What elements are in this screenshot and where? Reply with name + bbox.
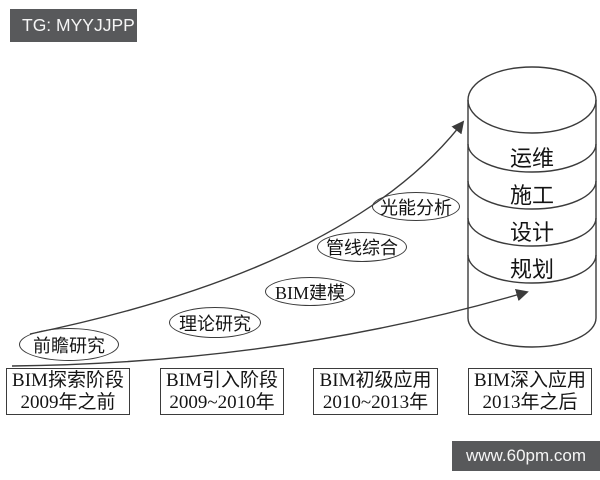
stage-title: BIM引入阶段 (166, 369, 278, 391)
stage-title: BIM初级应用 (319, 369, 432, 391)
milestone-ellipse-prospective-research: 前瞻研究 (19, 328, 119, 361)
milestone-label: BIM建模 (274, 282, 345, 303)
cylinder-separator-arc-2 (467, 180, 597, 210)
cylinder-layer-operations: 运维 (509, 146, 554, 171)
cylinder-layer-construction: 施工 (509, 183, 554, 208)
stage-title: BIM探索阶段 (12, 369, 124, 391)
cylinder-bottom-arc (467, 317, 597, 348)
cylinder-layer-design: 设计 (509, 220, 554, 245)
cylinder-top-ellipse (467, 66, 597, 134)
watermark-tag-text: TG: MYYJJPP (22, 15, 135, 35)
growth-arrow-lower (11, 288, 529, 367)
cylinder-layer-planning: 规划 (509, 257, 554, 282)
stage-period: 2010~2013年 (322, 391, 429, 413)
growth-arrow-upper (29, 120, 465, 335)
milestone-label: 理论研究 (179, 313, 251, 334)
milestone-label: 光能分析 (380, 197, 452, 218)
cylinder-separator-arc-3 (467, 217, 597, 247)
milestone-label: 前瞻研究 (33, 335, 105, 356)
watermark-site: www.60pm.com (452, 441, 600, 471)
stage-box-primary-application: BIM初级应用 2010~2013年 (313, 368, 438, 415)
milestone-ellipse-bim-modeling: BIM建模 (265, 277, 355, 306)
layered-cylinder (467, 66, 597, 348)
cylinder-separator-arc-1 (467, 143, 597, 173)
stage-period: 2013年之后 (482, 391, 578, 413)
stage-box-deep-application: BIM深入应用 2013年之后 (468, 368, 592, 415)
milestone-label: 管线综合 (326, 238, 398, 258)
stage-period: 2009~2010年 (169, 391, 275, 413)
watermark-site-text: www.60pm.com (466, 446, 586, 465)
milestone-ellipse-light-analysis: 光能分析 (372, 192, 460, 221)
watermark-tag: TG: MYYJJPP (10, 9, 137, 42)
stage-period: 2009年之前 (20, 391, 116, 413)
milestone-ellipse-pipeline-integration: 管线综合 (317, 232, 407, 262)
milestone-ellipse-theoretical-research: 理论研究 (169, 307, 261, 338)
stage-title: BIM深入应用 (474, 369, 586, 391)
cylinder-separator-arc-4 (467, 254, 597, 284)
stage-box-introduction: BIM引入阶段 2009~2010年 (160, 368, 284, 415)
stage-box-exploration: BIM探索阶段 2009年之前 (6, 368, 130, 415)
